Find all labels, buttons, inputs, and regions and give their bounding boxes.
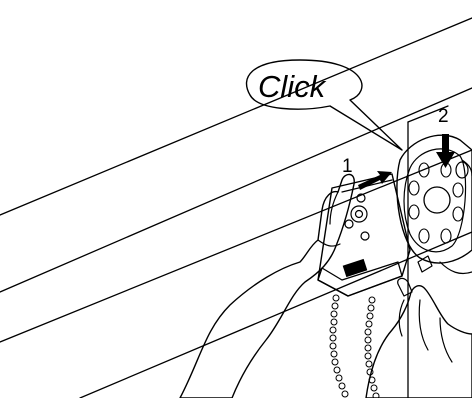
- right-hand-icon: [366, 278, 472, 398]
- step-label-2: 2: [438, 106, 449, 127]
- click-callout: Click: [247, 60, 402, 150]
- window-frame-lines: [0, 18, 472, 398]
- click-callout-label: Click: [258, 69, 327, 104]
- control-unit-icon: [318, 174, 432, 296]
- step-label-1: 1: [342, 156, 353, 177]
- bead-chain-icon: [330, 295, 379, 398]
- control-unit-band: [343, 259, 368, 277]
